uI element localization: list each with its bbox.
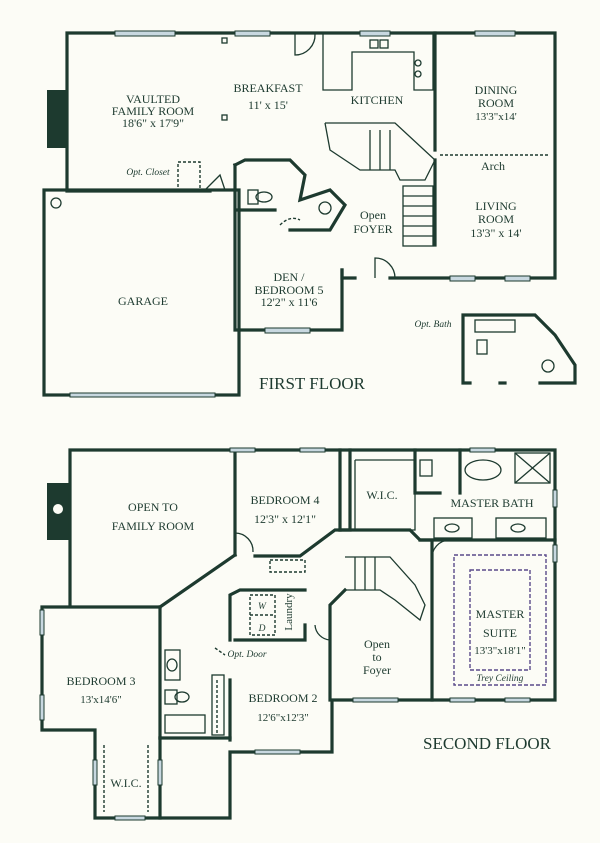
- second-floor-title: SECOND FLOOR: [423, 734, 552, 753]
- master-suite-label: MASTER: [476, 607, 525, 621]
- garage-label: GARAGE: [118, 294, 168, 308]
- master-bath-label: MASTER BATH: [450, 496, 533, 510]
- den-size: 12'2" x 11'6: [261, 295, 318, 309]
- foyer-label: Open: [360, 208, 386, 222]
- washer-label: W: [258, 602, 267, 612]
- family-room-label: VAULTED: [126, 92, 180, 106]
- family-room-size: 18'6" x 17'9": [122, 116, 184, 130]
- dining-label-2: ROOM: [478, 96, 514, 110]
- den-label-2: BEDROOM 5: [254, 283, 323, 297]
- bedroom2-size: 12'6"x12'3": [257, 712, 308, 724]
- fireplace-first-floor: [47, 90, 67, 148]
- garage-walls: [42, 188, 241, 397]
- dining-size: 13'3"x14': [475, 111, 516, 123]
- second-floor-labels: OPEN TO FAMILY ROOM BEDROOM 4 12'3" x 12…: [66, 488, 551, 790]
- trey-ceiling-note: Trey Ceiling: [477, 674, 524, 684]
- bedroom2-label: BEDROOM 2: [248, 691, 317, 705]
- bed3-wic-label: W.I.C.: [110, 776, 141, 790]
- living-label: LIVING: [475, 199, 517, 213]
- opt-bath-note: Opt. Bath: [415, 320, 452, 330]
- first-floor-walls: [42, 30, 577, 398]
- dining-label: DINING: [475, 83, 518, 97]
- first-floor-labels: VAULTED FAMILY ROOM 18'6" x 17'9" BREAKF…: [112, 81, 522, 393]
- master-suite-label-2: SUITE: [483, 626, 517, 640]
- open-family-label: OPEN TO: [128, 500, 178, 514]
- living-size: 13'3" x 14': [470, 226, 521, 240]
- laundry-label: Laundry: [283, 593, 295, 631]
- open-foyer-label-3: Foyer: [363, 663, 391, 677]
- opt-door-note: Opt. Door: [227, 650, 266, 660]
- master-wic-label: W.I.C.: [366, 488, 397, 502]
- arch-label: Arch: [481, 159, 505, 173]
- dryer-label: D: [258, 624, 266, 634]
- breakfast-size: 11' x 15': [248, 98, 288, 112]
- bedroom3-size: 13'x14'6": [80, 694, 121, 706]
- breakfast-label: BREAKFAST: [233, 81, 303, 95]
- kitchen-label: KITCHEN: [351, 93, 404, 107]
- family-room-label-2: FAMILY ROOM: [112, 104, 195, 118]
- foyer-label-2: FOYER: [353, 222, 392, 236]
- open-foyer-label-2: to: [372, 650, 381, 664]
- first-floor-title: FIRST FLOOR: [259, 374, 366, 393]
- opt-closet-note: Opt. Closet: [126, 168, 170, 178]
- open-foyer-label: Open: [364, 637, 390, 651]
- master-suite-size: 13'3"x18'1": [474, 645, 525, 657]
- bedroom3-label: BEDROOM 3: [66, 674, 135, 688]
- second-floor-walls: [39, 447, 558, 821]
- living-label-2: ROOM: [478, 212, 514, 226]
- open-family-label-2: FAMILY ROOM: [112, 519, 195, 533]
- bedroom4-label: BEDROOM 4: [250, 493, 319, 507]
- bedroom4-size: 12'3" x 12'1": [254, 512, 316, 526]
- den-label: DEN /: [274, 270, 306, 284]
